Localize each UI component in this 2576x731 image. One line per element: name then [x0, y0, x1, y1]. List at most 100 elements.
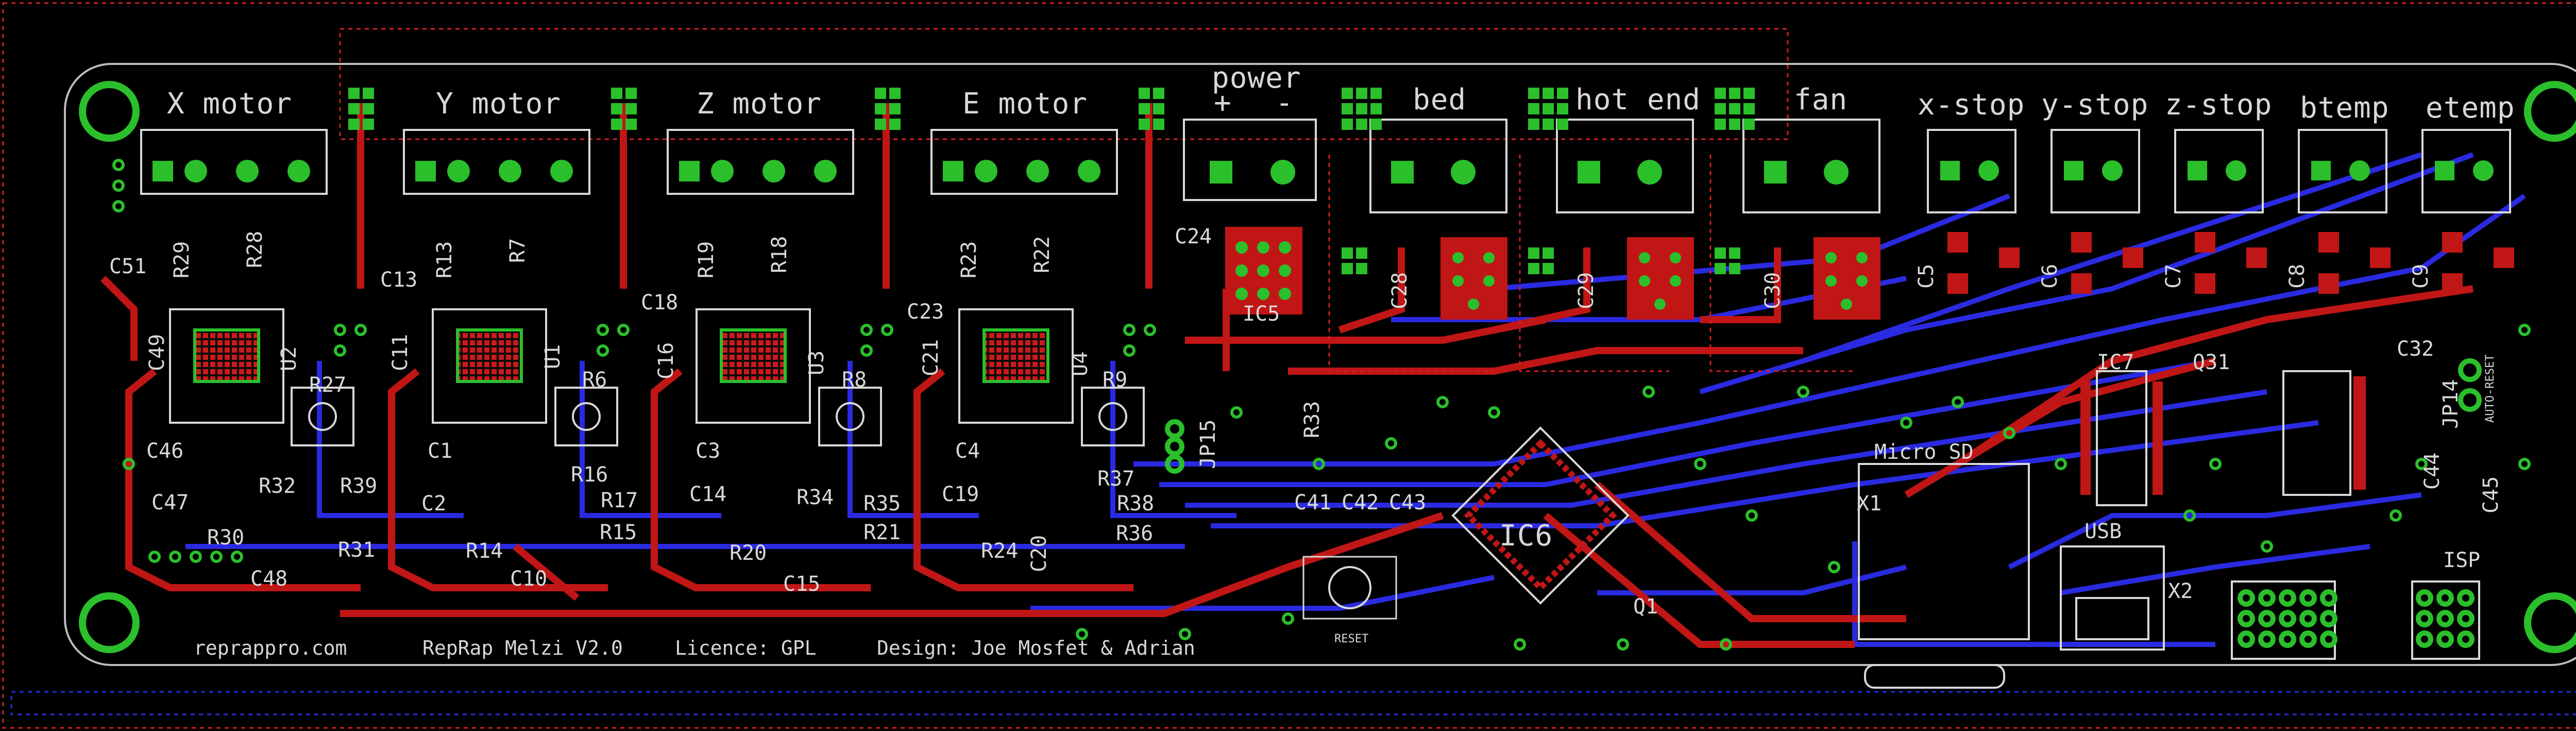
r16-label: R16: [571, 463, 608, 487]
c14-label: C14: [689, 483, 726, 506]
power-label: power: [1212, 61, 1301, 95]
hot-end-connector: [1556, 119, 1694, 213]
heater-dashed-outlines: [1328, 155, 1855, 372]
c16-label: C16: [654, 342, 678, 379]
x1-label: X1: [1857, 492, 1882, 516]
jp15-label: JP15: [1196, 420, 1220, 469]
btemp-label: btemp: [2300, 91, 2389, 125]
y-motor-label: Y motor: [436, 87, 561, 121]
r14-label: R14: [466, 539, 503, 563]
r18-label: R18: [768, 236, 791, 273]
q1-label: Q1: [1633, 595, 1658, 619]
x2-label: X2: [2168, 579, 2193, 603]
mosfet-bed: [1440, 237, 1507, 320]
r23-label: R23: [957, 241, 981, 278]
r39-label: R39: [340, 474, 377, 498]
e-motor-label: E motor: [962, 87, 1088, 121]
c51-label: C51: [109, 255, 146, 278]
inner-dashed-frame: [10, 691, 2576, 716]
c5-label: C5: [1914, 264, 1938, 289]
ic7-label: IC7: [2097, 351, 2134, 374]
mosfet-hot-end: [1627, 237, 1694, 320]
c44-label: C44: [2420, 453, 2444, 490]
mounting-hole: [2524, 592, 2576, 653]
z-stop-label: z-stop: [2165, 88, 2272, 122]
r31-label: R31: [338, 538, 375, 562]
vias: [112, 159, 2531, 651]
u1-label: U1: [541, 344, 565, 369]
bed-connector: [1369, 119, 1507, 213]
power-plus-label: +: [1214, 86, 1232, 120]
r24-label: R24: [981, 539, 1018, 563]
trimmer-potentiometers: [291, 387, 1145, 446]
x-motor-label: X motor: [167, 87, 292, 121]
r17-label: R17: [601, 489, 638, 512]
smd-pads: [1947, 232, 2514, 294]
r21-label: R21: [863, 521, 901, 544]
etemp-connector: [2421, 129, 2511, 213]
x-stop-connector: [1927, 129, 2016, 213]
c20-label: C20: [1027, 535, 1051, 572]
z-motor-connector: [667, 129, 854, 195]
x-motor-connector: [140, 129, 328, 195]
power-minus-label: -: [1276, 86, 1294, 120]
power-connector: [1183, 119, 1317, 201]
c7-label: C7: [2162, 264, 2185, 289]
c49-label: C49: [145, 334, 169, 371]
r38-label: R38: [1117, 492, 1154, 516]
r22-label: R22: [1030, 236, 1054, 273]
bottom-right-headers: [2231, 580, 2480, 660]
r20-label: R20: [730, 541, 767, 565]
r8-label: R8: [842, 368, 867, 392]
y-stop-connector: [2050, 129, 2140, 213]
u3-label: U3: [805, 351, 828, 375]
q31-label: Q31: [2193, 351, 2230, 374]
mounting-hole: [2524, 81, 2576, 142]
c2-label: C2: [421, 492, 446, 516]
c11-label: C11: [388, 334, 412, 371]
c13-label: C13: [380, 268, 417, 292]
fan-label: fan: [1794, 83, 1848, 117]
micro-sd-label: Micro SD: [1874, 440, 1974, 464]
c19-label: C19: [942, 483, 979, 506]
hot-end-label: hot end: [1575, 83, 1701, 117]
c6-label: C6: [2038, 264, 2062, 289]
r33-label: R33: [1300, 401, 1324, 438]
c29-label: C29: [1574, 272, 1598, 309]
c32-label: C32: [2397, 337, 2434, 361]
jumper-jp15: [1165, 419, 1184, 474]
jumper-headers: [348, 88, 1755, 274]
stepper-driver-u2: [169, 308, 284, 424]
z-motor-label: Z motor: [697, 87, 822, 121]
jp14-label: JP14: [2439, 379, 2463, 429]
c42-label: C42: [1342, 491, 1379, 514]
fan-connector: [1742, 119, 1880, 213]
licence-text: Licence: GPL: [675, 637, 817, 659]
r28-label: R28: [243, 231, 267, 268]
mounting-hole: [79, 592, 140, 653]
micro-sd-socket: [1858, 463, 2030, 689]
jumper-jp14: [2458, 358, 2482, 412]
microcontroller-ic6: [1451, 426, 1630, 605]
r27-label: R27: [309, 373, 346, 397]
c24-label: C24: [1175, 225, 1212, 248]
stepper-driver-u4: [958, 308, 1074, 424]
stepper-driver-u1: [432, 308, 547, 424]
r9-label: R9: [1103, 368, 1127, 392]
c28-label: C28: [1388, 272, 1412, 309]
board-name-text: RepRap Melzi V2.0: [422, 637, 623, 659]
btemp-connector: [2298, 129, 2387, 213]
u2-label: U2: [277, 346, 301, 371]
y-stop-label: y-stop: [2041, 88, 2148, 122]
design-credit-text: Design: Joe Mosfet & Adrian: [877, 637, 1195, 659]
ic6-label: IC6: [1499, 519, 1553, 553]
r15-label: R15: [600, 521, 637, 544]
x-stop-label: x-stop: [1918, 88, 2025, 122]
isp-label: ISP: [2443, 549, 2480, 572]
r34-label: R34: [796, 486, 834, 509]
c47-label: C47: [151, 491, 189, 514]
top-copper-layer: [100, 103, 2474, 648]
c15-label: C15: [783, 572, 820, 596]
